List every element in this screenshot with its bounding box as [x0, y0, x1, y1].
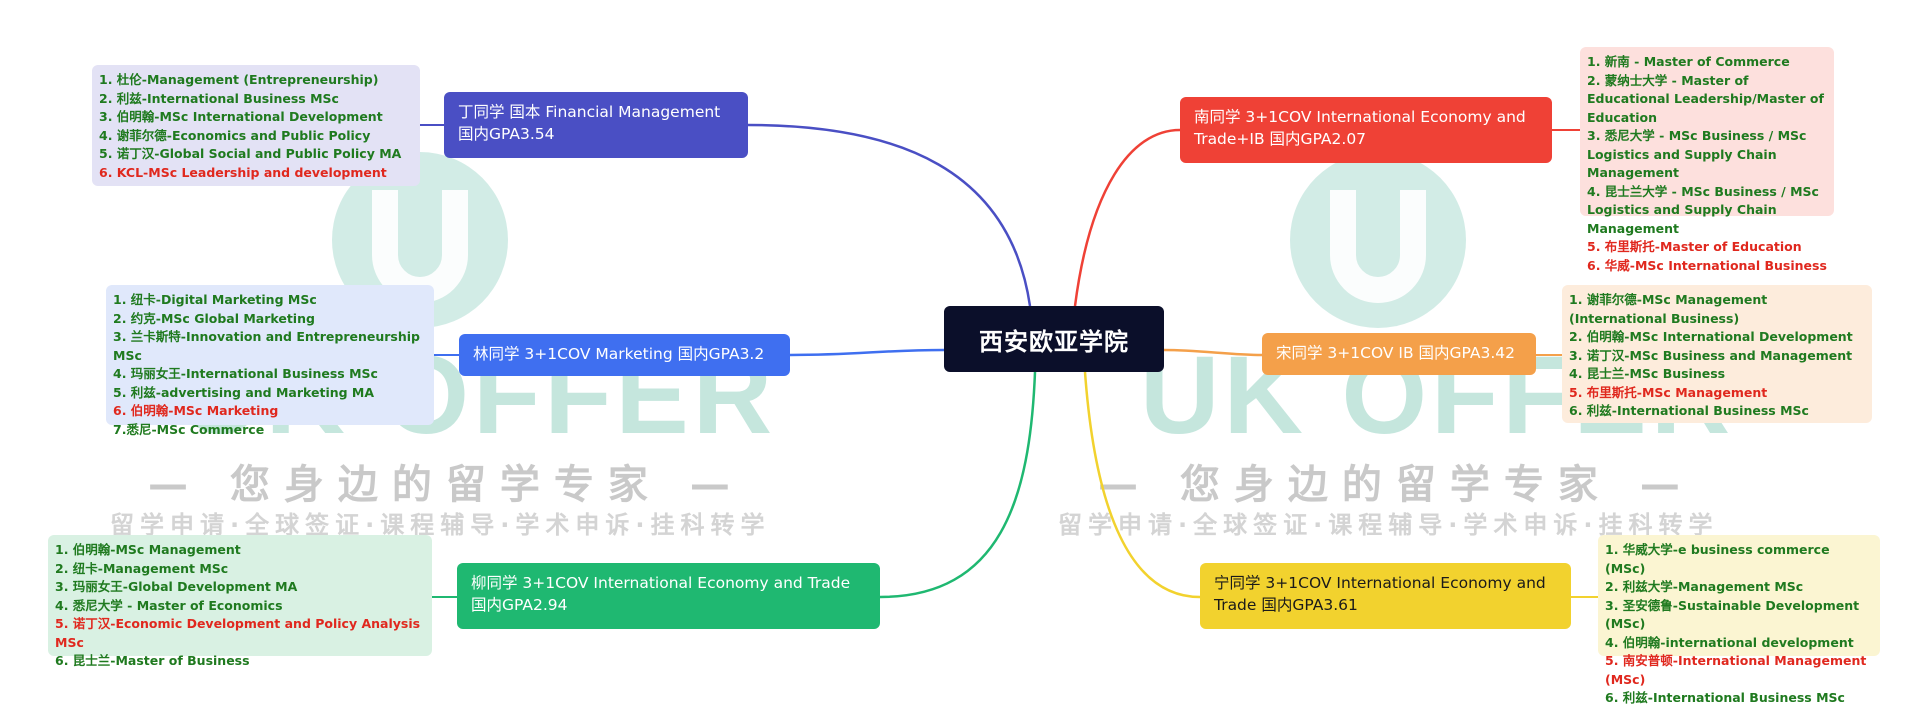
- list-item: 6. 华威-MSc International Business: [1587, 257, 1827, 273]
- list-item: 6. 昆士兰-Master of Business: [55, 653, 250, 668]
- list-item: 3. 圣安德鲁-Sustainable Development (MSc): [1605, 597, 1860, 632]
- list-item: 6. 利兹-International Business MSc: [1569, 403, 1809, 418]
- list-item: 3. 诺丁汉-MSc Business and Management: [1569, 347, 1853, 363]
- list-item: 4. 昆士兰-MSc Business: [1569, 366, 1726, 381]
- list-item: 1. 伯明翰-MSc Management: [55, 542, 241, 557]
- branch-node-song[interactable]: 宋同学 3+1COV IB 国内GPA3.42: [1262, 333, 1536, 375]
- list-item: 1. 新南 - Master of Commerce: [1587, 54, 1790, 69]
- connector-lin: [789, 348, 945, 357]
- list-item: 6. 利兹-International Business MSc: [1605, 690, 1845, 705]
- list-item: 6. KCL-MSc Leadership and development: [99, 164, 387, 180]
- list-item: 2. 约克-MSc Global Marketing: [113, 310, 315, 326]
- list-item: 3. 伯明翰-MSc International Development: [99, 109, 383, 124]
- list-item: 4. 玛丽女王-International Business MSc: [113, 366, 378, 381]
- list-item: 3. 悉尼大学 - MSc Business / MSc Logistics a…: [1587, 128, 1807, 180]
- connector-liu: [879, 371, 1037, 599]
- list-item: 5. 南安普顿-International Management (MSc): [1605, 653, 1867, 687]
- list-item: 5. 诺丁汉-Global Social and Public Policy M…: [99, 146, 402, 161]
- list-item: 5. 布里斯托-MSc Management: [1569, 384, 1768, 400]
- list-song: 1. 谢菲尔德-MSc Management (International Bu…: [1562, 285, 1872, 423]
- list-liu: 1. 伯明翰-MSc Management 2. 纽卡-Management MS…: [48, 535, 432, 668]
- list-item: 4. 昆士兰大学 - MSc Business / MSc Logistics …: [1587, 183, 1819, 236]
- list-item: 1. 谢菲尔德-MSc Management (International Bu…: [1569, 292, 1768, 326]
- branch-node-ning[interactable]: 宁同学 3+1COV International Economy and Tra…: [1200, 563, 1571, 629]
- list-item: 3. 兰卡斯特-Innovation and Entrepreneurship …: [113, 329, 420, 363]
- list-item: 7.悉尼-MSc Commerce: [113, 421, 265, 437]
- list-item: 4. 悉尼大学 - Master of Economics: [55, 597, 283, 613]
- list-item: 3. 玛丽女王-Global Development MA: [55, 579, 298, 594]
- list-item: 5. 布里斯托-Master of Education: [1587, 239, 1802, 254]
- list-item: 2. 利兹大学-Management MSc: [1605, 579, 1804, 594]
- list-item: 2. 蒙纳士大学 - Master of Educational Leaders…: [1587, 72, 1824, 125]
- list-item: 2. 利兹-International Business MSc: [99, 90, 339, 106]
- central-topic[interactable]: 西安欧亚学院: [944, 306, 1164, 372]
- list-item: 4. 谢菲尔德-Economics and Public Policy: [99, 127, 371, 143]
- list-item: 5. 利兹-advertising and Marketing MA: [113, 384, 375, 400]
- list-item: 1. 杜伦-Management (Entrepreneurship): [99, 72, 379, 87]
- list-item: 2. 纽卡-Management MSc: [55, 560, 229, 576]
- list-item: 1. 华威大学-e business commerce (MSc): [1605, 542, 1830, 576]
- list-item: 4. 伯明翰-international development: [1605, 634, 1854, 650]
- branch-node-lin[interactable]: 林同学 3+1COV Marketing 国内GPA3.2: [459, 334, 790, 376]
- list-ding: 1. 杜伦-Management (Entrepreneurship) 2. 利兹…: [92, 65, 420, 186]
- branch-node-nan[interactable]: 南同学 3+1COV International Economy and Tra…: [1180, 97, 1552, 163]
- list-item: 2. 伯明翰-MSc International Development: [1569, 329, 1853, 344]
- branch-node-liu[interactable]: 柳同学 3+1COV International Economy and Tra…: [457, 563, 880, 629]
- connector-ding: [747, 123, 1032, 307]
- list-ning: 1. 华威大学-e business commerce (MSc) 2. 利兹大学…: [1598, 535, 1880, 705]
- list-nan: 1. 新南 - Master of Commerce 2. 蒙纳士大学 - Mas…: [1580, 47, 1834, 273]
- list-item: 1. 纽卡-Digital Marketing MSc: [113, 292, 317, 307]
- connector-ning: [1083, 371, 1201, 599]
- list-lin: 1. 纽卡-Digital Marketing MSc 2. 约克-MSc Glo…: [106, 285, 434, 437]
- connector-nan: [1073, 128, 1181, 307]
- connector-song: [1163, 348, 1263, 357]
- list-item: 6. 伯明翰-MSc Marketing: [113, 403, 279, 418]
- branch-node-ding[interactable]: 丁同学 国本 Financial Management 国内GPA3.54: [444, 92, 748, 158]
- list-item: 5. 诺丁汉-Economic Development and Policy A…: [55, 616, 421, 650]
